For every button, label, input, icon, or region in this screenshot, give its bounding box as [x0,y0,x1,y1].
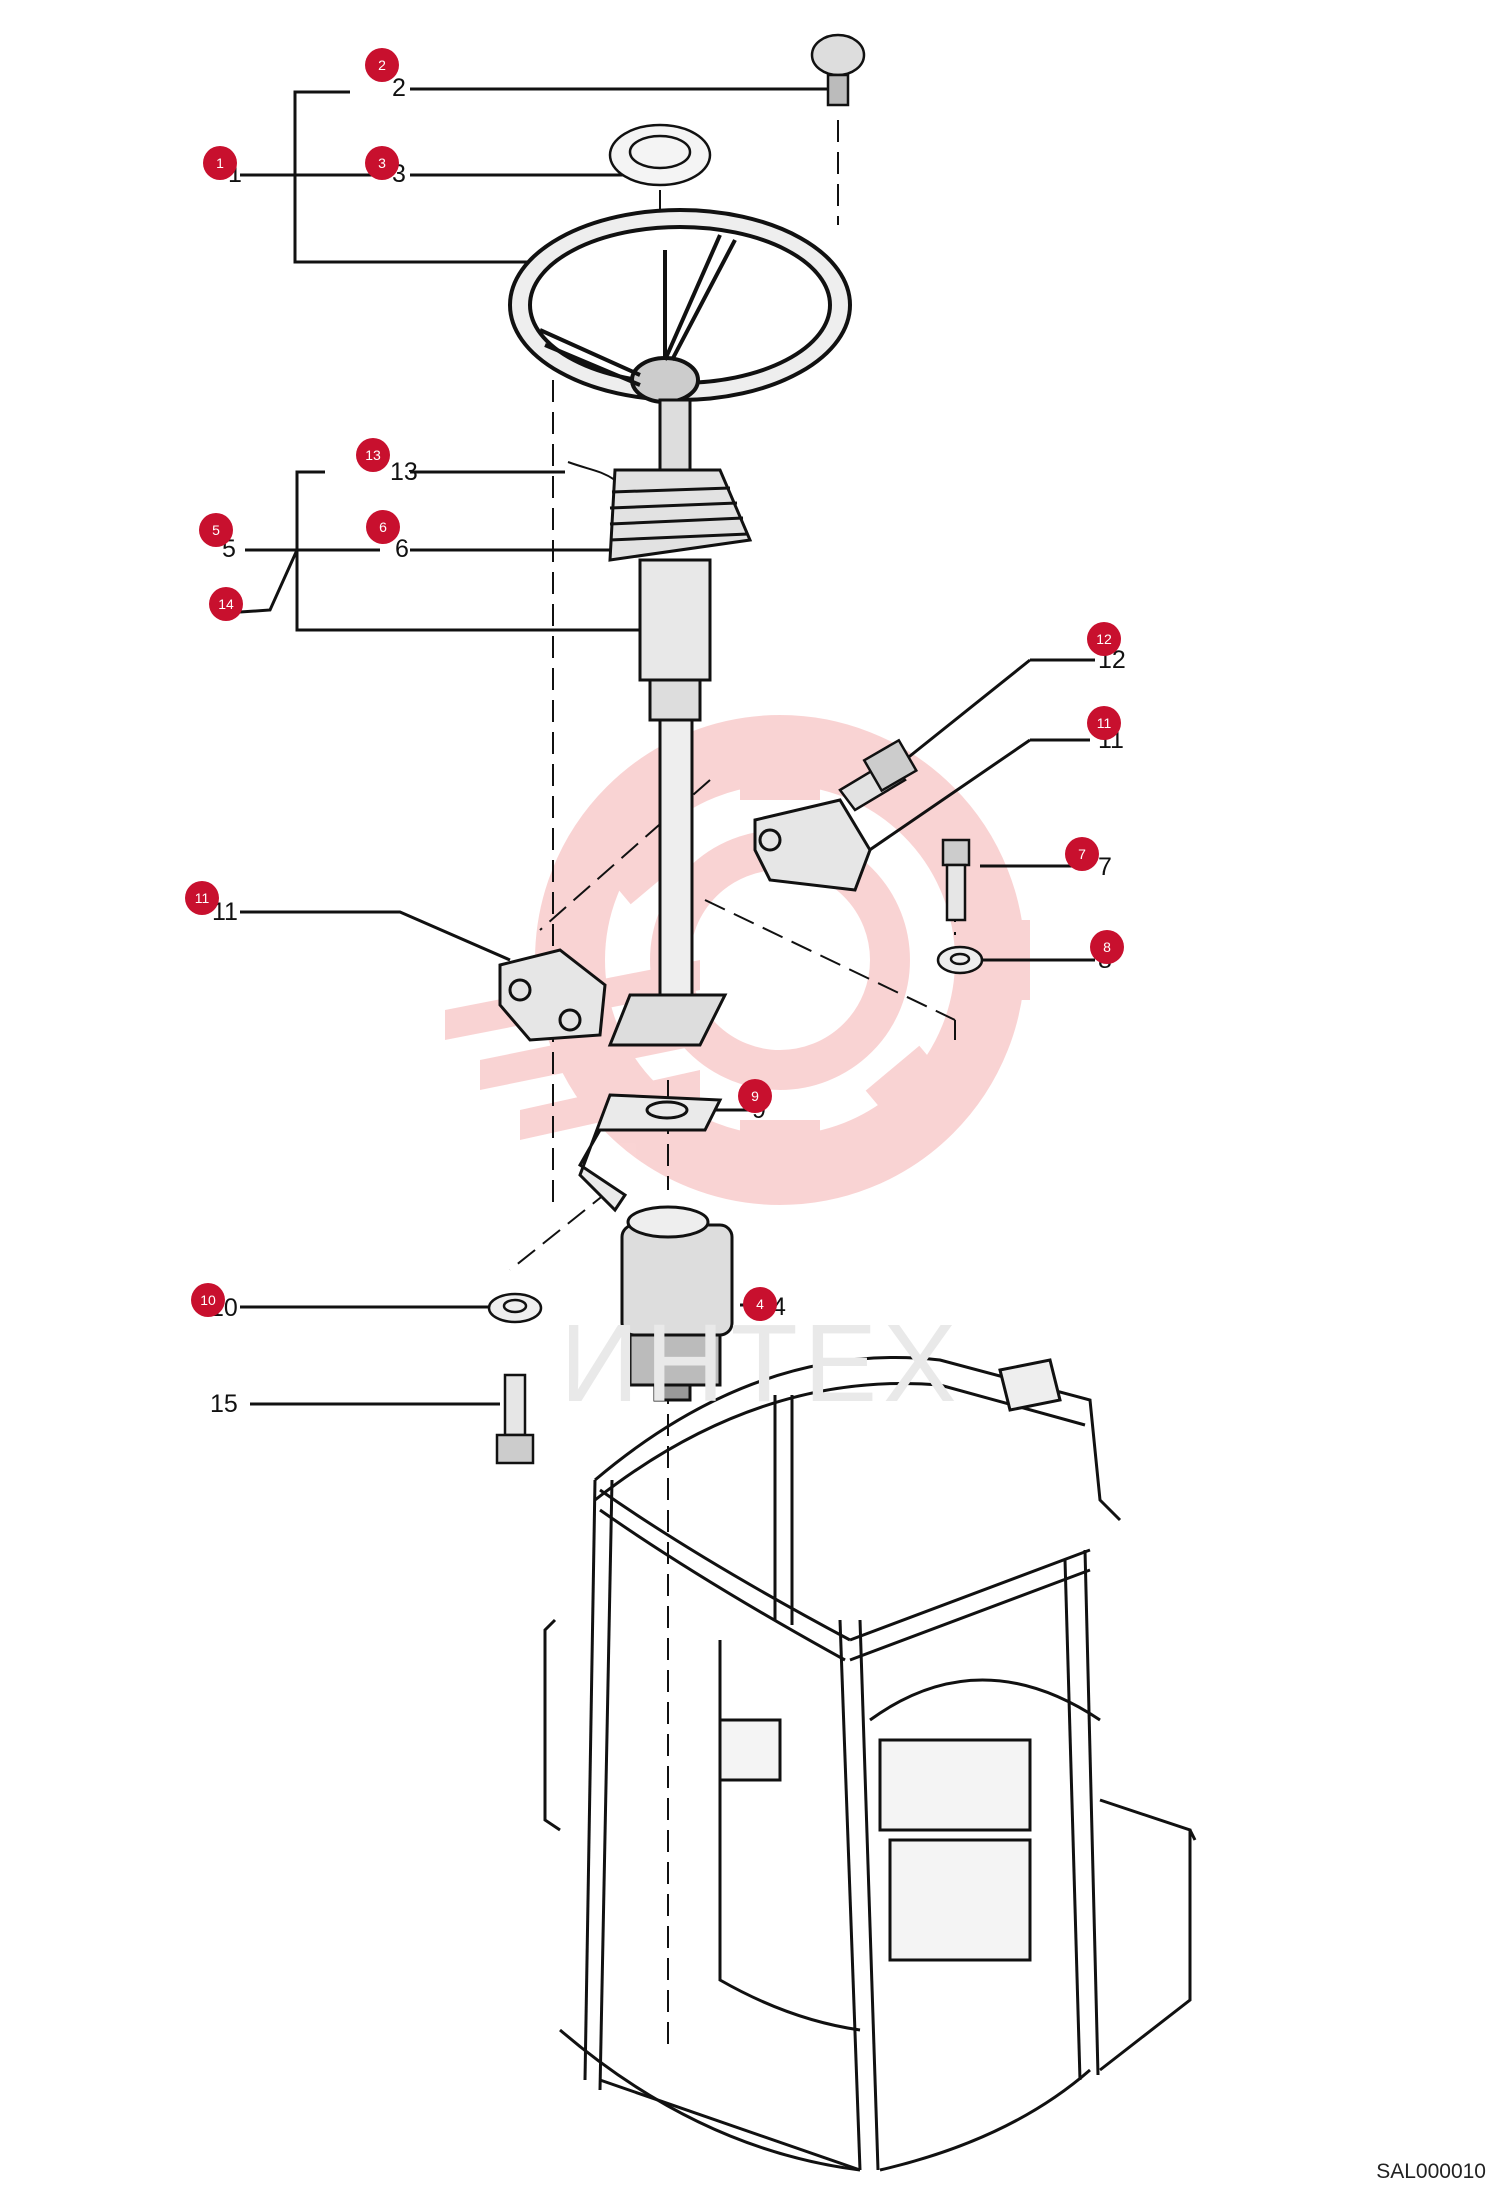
part-number-label: 13 [390,458,418,486]
steering-unit-part-4 [620,1205,734,1402]
callout-marker[interactable]: 1 [203,146,237,180]
bolt-part-7 [941,838,971,922]
callout-marker[interactable]: 12 [1087,622,1121,656]
washer-part-8 [936,945,984,975]
bolt-part-15 [495,1373,535,1465]
steering-wheel-part-1 [508,208,852,404]
document-id: SAL000010 [1376,2160,1486,2183]
callout-marker[interactable]: 6 [366,510,400,544]
bracket-part-9 [578,1093,723,1213]
part-number-label: 6 [395,535,409,563]
knob-part-2 [810,33,866,107]
steering-column-part-5 [607,398,753,1047]
watermark-text: ИНТЕХ [560,1302,963,1425]
cable-part-13 [567,461,616,481]
callout-marker[interactable]: 9 [738,1079,772,1113]
clamp-block-part-11-upper [753,798,872,892]
part-number-label: 15 [210,1390,238,1418]
callout-marker[interactable]: 5 [199,513,233,547]
callout-marker[interactable]: 3 [365,146,399,180]
callout-marker[interactable]: 10 [191,1283,225,1317]
part-number-label: 2 [392,74,406,102]
callout-marker[interactable]: 2 [365,48,399,82]
washer-part-10 [487,1292,543,1324]
callout-marker[interactable]: 4 [743,1287,777,1321]
cab-frame [543,1356,1197,2172]
callout-marker[interactable]: 11 [1087,706,1121,740]
callout-marker[interactable]: 11 [185,881,219,915]
callout-marker[interactable]: 13 [356,438,390,472]
part-number-label: 7 [1098,853,1112,881]
callout-marker[interactable]: 14 [209,587,243,621]
callout-marker[interactable]: 8 [1090,930,1124,964]
clamp-block-part-11-lower [498,948,607,1042]
callout-marker[interactable]: 7 [1065,837,1099,871]
cap-ring-part-3 [608,123,712,187]
bolt-part-12 [838,738,919,812]
